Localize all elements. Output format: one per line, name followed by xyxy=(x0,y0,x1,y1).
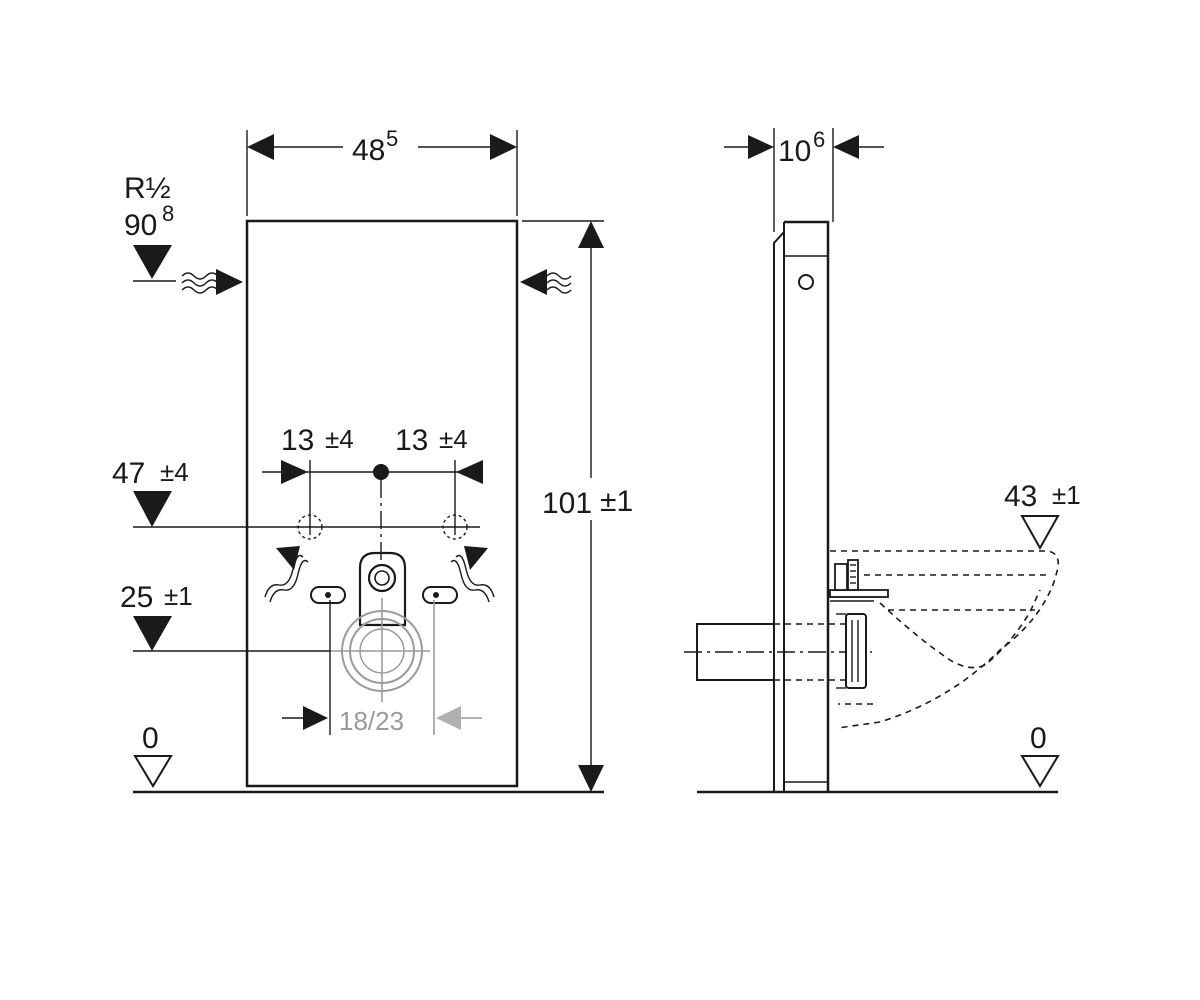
seat-height-marker: 43 ±1 xyxy=(1004,480,1081,551)
water-connection-level: R½ 90 8 xyxy=(124,172,572,295)
level-marker-open-icon xyxy=(1020,515,1060,551)
bolt-spacing-dimension: 18/23 xyxy=(282,600,482,736)
spacing-left-value: 13 xyxy=(281,424,314,457)
side-floor-level: 0 xyxy=(1020,722,1060,788)
depth-value: 10 xyxy=(778,135,811,168)
bowl-bracket xyxy=(829,559,889,602)
center-point xyxy=(373,464,389,480)
height-dimension: 101 ±1 xyxy=(522,220,633,792)
connection-height-value: 90 xyxy=(124,209,157,242)
width-sup: 5 xyxy=(386,126,398,151)
height-tolerance: ±1 xyxy=(600,485,633,518)
upper-level-marker: 47 ±4 xyxy=(112,457,495,603)
front-floor-level: 0 xyxy=(133,722,173,788)
connection-height-sup: 8 xyxy=(162,201,174,226)
drain-pipe xyxy=(684,613,872,689)
spacing-left-tolerance: ±4 xyxy=(325,424,354,454)
side-floor-value: 0 xyxy=(1030,722,1047,755)
level-lower-tolerance: ±1 xyxy=(164,581,193,611)
connection-thread: R½ xyxy=(124,172,171,205)
level-marker-filled-icon xyxy=(133,616,172,651)
wc-mounting-bracket xyxy=(310,551,458,627)
level-upper-value: 47 xyxy=(112,457,145,490)
side-view: 10 6 xyxy=(684,127,1081,794)
outlet-seal xyxy=(845,613,867,689)
seat-height-value: 43 xyxy=(1004,480,1037,513)
supply-port-right-icon xyxy=(442,514,468,540)
level-upper-tolerance: ±4 xyxy=(160,457,189,487)
level-marker-filled-icon xyxy=(133,245,172,279)
depth-sup: 6 xyxy=(813,127,825,152)
spacing-right-tolerance: ±4 xyxy=(439,424,468,454)
bolt-spacing-value: 18/23 xyxy=(339,706,404,736)
toilet-bowl-outline xyxy=(830,550,1060,729)
water-flow-right-icon xyxy=(450,546,495,603)
spacing-right-value: 13 xyxy=(395,424,428,457)
bolt-slot-left-icon xyxy=(310,586,346,604)
level-lower-value: 25 xyxy=(120,581,153,614)
drain-outlet xyxy=(330,598,430,702)
level-marker-open-icon xyxy=(133,755,173,788)
water-inlet-left-icon xyxy=(181,269,243,295)
module-profile xyxy=(773,220,830,792)
seat-height-tolerance: ±1 xyxy=(1052,480,1081,510)
water-inlet-right-icon xyxy=(520,269,572,295)
height-value: 101 xyxy=(542,487,592,520)
flush-button-icon xyxy=(798,274,814,290)
level-marker-filled-icon xyxy=(133,491,172,527)
water-flow-left-icon xyxy=(264,546,309,603)
level-marker-open-icon xyxy=(1020,755,1060,788)
spacing-dimension: 13 ±4 13 ±4 xyxy=(262,424,483,560)
depth-dimension: 10 6 xyxy=(724,127,884,232)
bolt-slot-right-icon xyxy=(422,586,458,604)
front-floor-value: 0 xyxy=(142,722,159,755)
width-value: 48 xyxy=(352,134,385,167)
front-view: 48 5 101 ±1 R½ 90 8 xyxy=(112,126,633,794)
lower-level-marker: 25 ±1 xyxy=(120,581,330,652)
supply-port-left-icon xyxy=(297,514,323,540)
width-dimension: 48 5 xyxy=(246,126,518,216)
